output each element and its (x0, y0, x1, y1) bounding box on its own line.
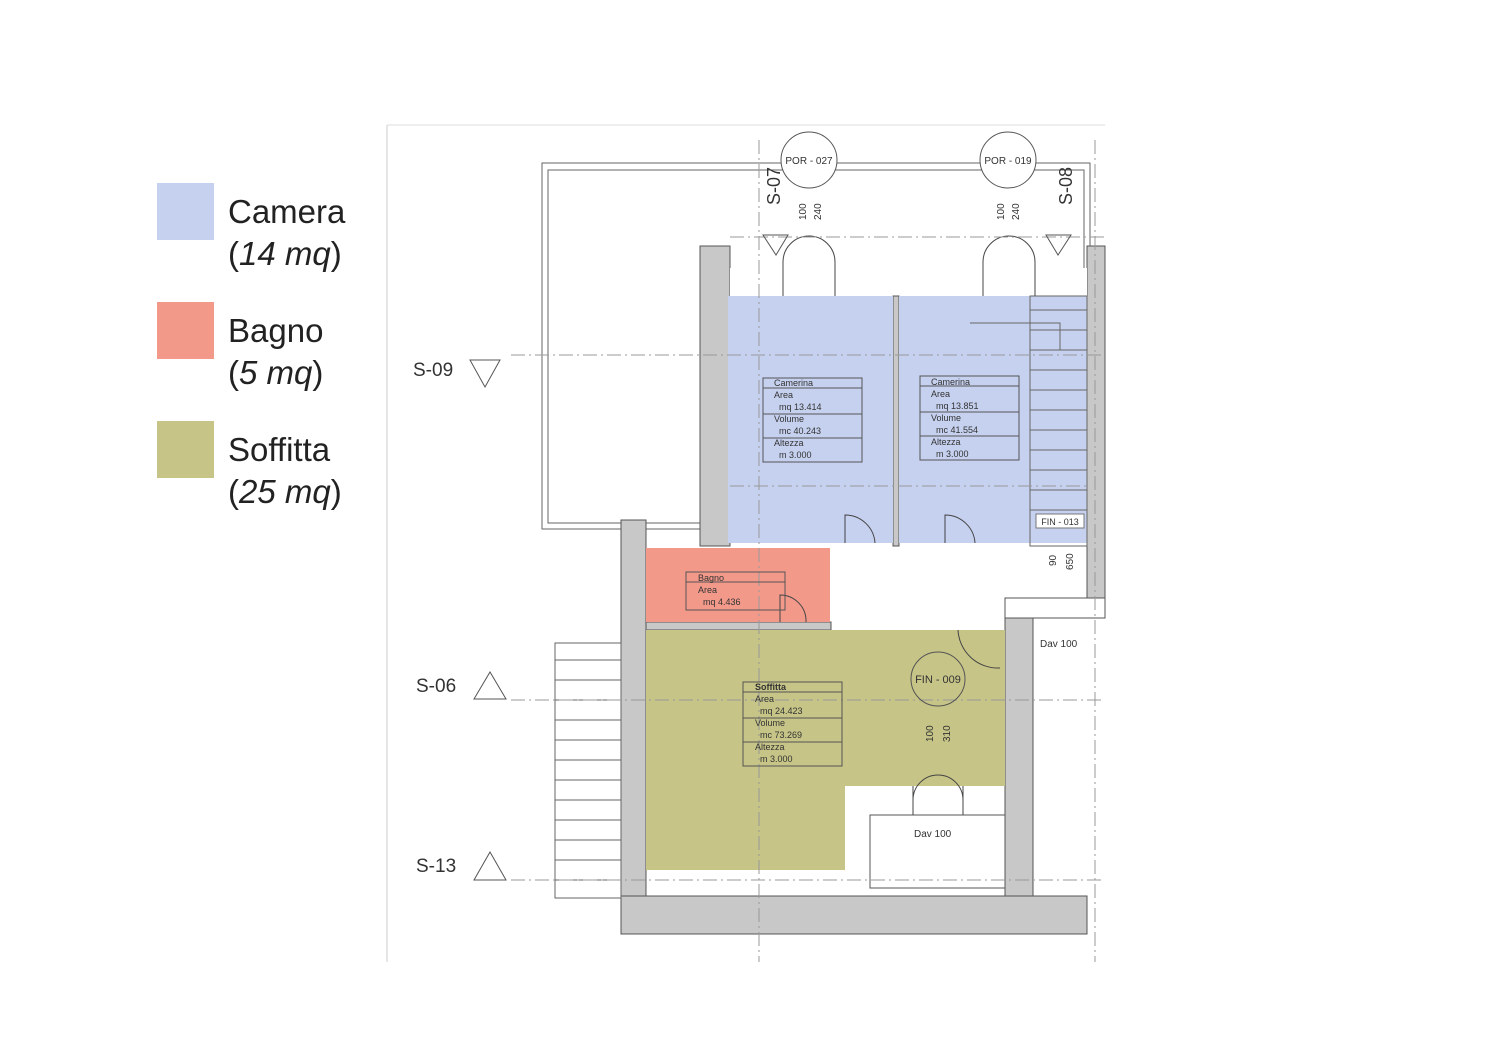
soffitta-area: mq 24.423 (760, 706, 803, 716)
section-marker-s07: S-07 (762, 167, 789, 256)
legend-item-camera: Camera (14 mq) (157, 183, 387, 283)
camerina-1-name: Camerina (774, 378, 813, 388)
small-room (869, 814, 1006, 889)
dav-label-2: Dav 100 (914, 829, 952, 840)
soffitta-volume: mc 73.269 (760, 730, 802, 740)
section-marker-s08: S-08 (1045, 167, 1076, 256)
camerina-2-volume: mc 41.554 (936, 425, 978, 435)
camerina-2-height: m 3.000 (936, 449, 969, 459)
legend-label-bagno: Bagno (228, 312, 324, 349)
camerina-1-volume: mc 40.243 (779, 426, 821, 436)
dim-310: 310 (942, 725, 953, 742)
dimensions: 100 240 100 240 90 650 100 310 Dav 100 D… (798, 203, 1078, 840)
camerina-1-fill (728, 296, 893, 543)
doors (779, 235, 1036, 815)
section-label-s13: S-13 (416, 856, 456, 877)
bagno-area-label: Area (698, 585, 717, 595)
dim-90: 90 (1048, 554, 1059, 566)
camerina-1-area-label: Area (774, 390, 793, 400)
section-label-s09: S-09 (413, 360, 453, 381)
camera-swatch (157, 183, 214, 240)
camerina-1-volume-label: Volume (774, 414, 804, 424)
legend-area-camera: (14 mq) (228, 235, 342, 272)
soffitta-name: Soffitta (755, 682, 787, 692)
camerina-1-height-label: Altezza (774, 438, 804, 448)
tag-fin013: FIN - 013 (1035, 513, 1085, 529)
legend-item-bagno: Bagno (5 mq) (157, 302, 387, 402)
dim-650: 650 (1065, 553, 1076, 570)
soffitta-height: m 3.000 (760, 754, 793, 764)
bagno-swatch (157, 302, 214, 359)
soffitta-height-label: Altezza (755, 742, 785, 752)
section-marker-s06: S-06 (416, 671, 507, 700)
legend-item-soffitta: Soffitta (25 mq) (157, 421, 387, 521)
room-fills (646, 296, 1087, 870)
camerina-2-name: Camerina (931, 377, 970, 387)
room-tag-camerina-2: Camerina Area mq 13.851 Volume mc 41.554… (919, 375, 1020, 461)
bagno-fill (646, 548, 830, 622)
camerina-2-area: mq 13.851 (936, 401, 979, 411)
section-lines (511, 140, 1105, 962)
camerina-2-fill (899, 296, 1087, 543)
bagno-name: Bagno (698, 573, 724, 583)
tag-fin009: FIN - 009 (910, 651, 966, 707)
soffitta-swatch (157, 421, 214, 478)
tag-label-por019: POR - 019 (984, 156, 1032, 167)
camerina-2-height-label: Altezza (931, 437, 961, 447)
tag-label-fin013: FIN - 013 (1041, 517, 1079, 527)
room-tag-bagno: Bagno Area mq 4.436 (685, 571, 786, 611)
section-marker-s09: S-09 (413, 359, 501, 389)
section-label-s06: S-06 (416, 676, 456, 697)
section-marker-s13: S-13 (416, 850, 507, 881)
camerina-1-area: mq 13.414 (779, 402, 822, 412)
dav-label-1: Dav 100 (1040, 639, 1078, 650)
legend-area-soffitta: (25 mq) (228, 473, 342, 510)
soffitta-fill (646, 630, 1005, 870)
dim-240-b: 240 (1011, 203, 1022, 220)
legend-area-bagno: (5 mq) (228, 354, 324, 391)
room-tag-soffitta: Soffitta Area mq 24.423 Volume mc 73.269… (742, 681, 843, 767)
soffitta-volume-label: Volume (755, 718, 785, 728)
tag-por027: POR - 027 (780, 131, 838, 189)
dim-100-c: 100 (925, 725, 936, 742)
dim-100-b: 100 (996, 203, 1007, 220)
dim-100-a: 100 (798, 203, 809, 220)
walls (620, 245, 1106, 935)
bagno-area: mq 4.436 (703, 597, 741, 607)
room-tag-camerina-1: Camerina Area mq 13.414 Volume mc 40.243… (762, 377, 863, 463)
tag-label-por027: POR - 027 (785, 156, 833, 167)
dim-240-a: 240 (813, 203, 824, 220)
legend-label-soffitta: Soffitta (228, 431, 331, 468)
section-label-s08: S-08 (1056, 167, 1076, 205)
tag-por019: POR - 019 (979, 131, 1037, 189)
stairs-top-right (970, 295, 1088, 547)
section-label-s07: S-07 (764, 167, 784, 205)
camerina-2-area-label: Area (931, 389, 950, 399)
stairs-left (554, 642, 622, 899)
camerina-1-height: m 3.000 (779, 450, 812, 460)
legend-label-camera: Camera (228, 193, 346, 230)
tag-label-fin009: FIN - 009 (915, 674, 961, 686)
soffitta-area-label: Area (755, 694, 774, 704)
camerina-2-volume-label: Volume (931, 413, 961, 423)
